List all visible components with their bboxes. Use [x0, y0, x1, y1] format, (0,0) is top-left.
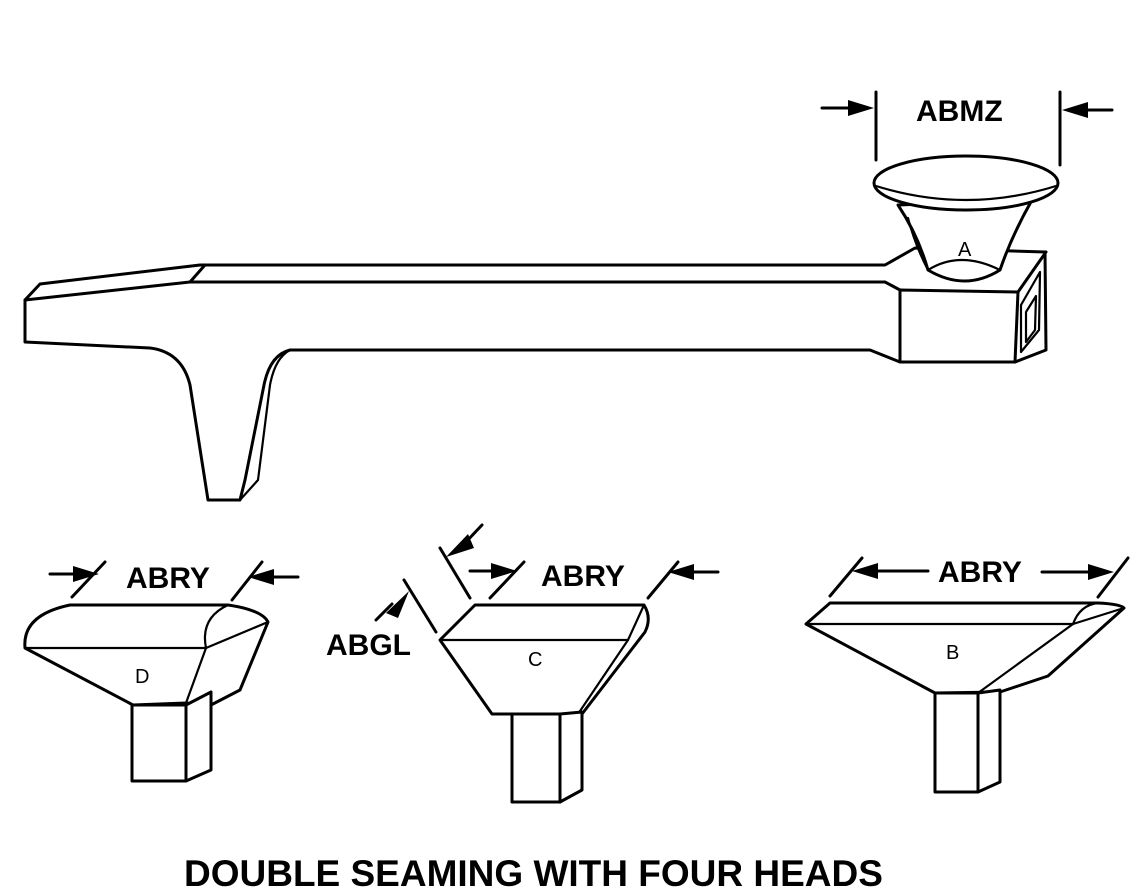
head-b-label: B — [946, 642, 959, 664]
abry-dimension-b: ABRY — [828, 556, 1130, 599]
abgl-dimension: ABGL — [326, 523, 484, 662]
abry-c-label: ABRY — [541, 560, 625, 593]
head-c: C — [438, 603, 650, 804]
head-c-label: C — [528, 649, 542, 671]
head-a: A — [872, 154, 1060, 283]
abmz-label: ABMZ — [916, 95, 1003, 128]
abmz-dimension: ABMZ — [820, 90, 1114, 167]
abgl-label: ABGL — [326, 629, 411, 662]
head-a-label: A — [958, 239, 972, 261]
abry-dimension-c: ABRY — [468, 560, 720, 600]
head-b: B — [804, 601, 1126, 794]
head-d-label: D — [135, 666, 149, 688]
abry-dimension-d: ABRY — [48, 560, 300, 602]
diagram-caption: DOUBLE SEAMING WITH FOUR HEADS — [184, 853, 883, 892]
head-d: D — [23, 603, 270, 783]
abry-b-label: ABRY — [938, 556, 1022, 589]
abry-d-label: ABRY — [126, 562, 210, 595]
seaming-tool-handle — [23, 246, 1048, 502]
